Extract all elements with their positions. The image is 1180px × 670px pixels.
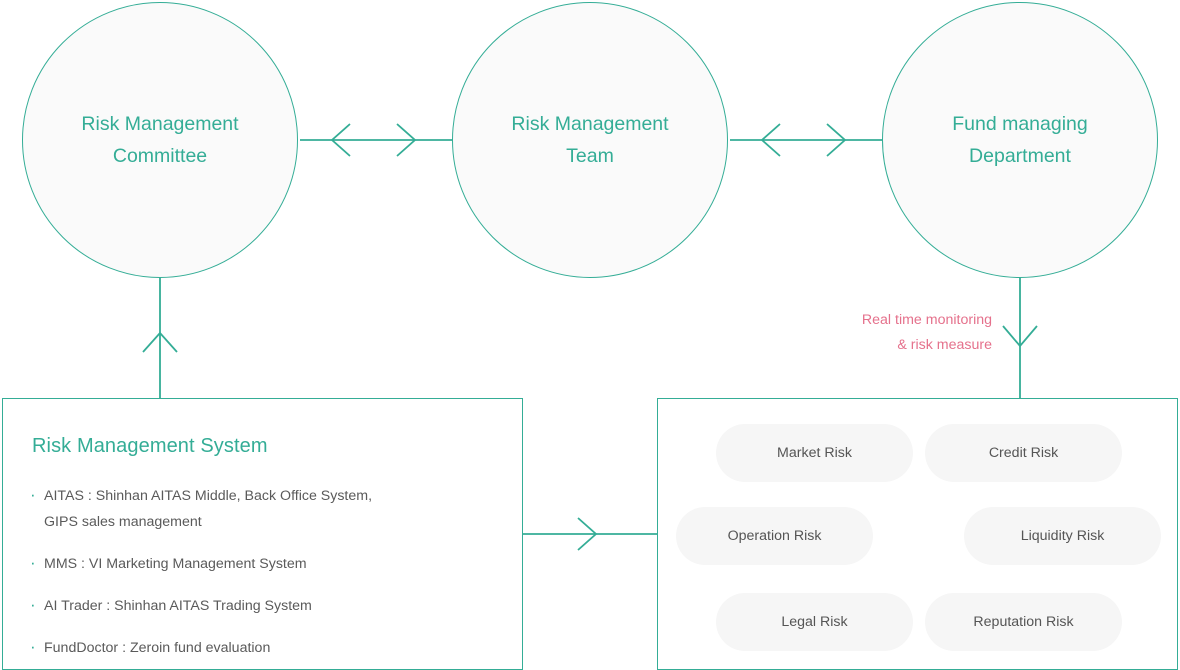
list-item: · FundDoctor : Zeroin fund evaluation: [30, 635, 508, 661]
chevron-left-team-fund: [760, 123, 781, 157]
list-item: · AI Trader : Shinhan AITAS Trading Syst…: [30, 593, 508, 619]
node-label-line2: Team: [566, 145, 614, 167]
node-risk-management-team[interactable]: Risk Management Team: [452, 2, 728, 278]
bullet-dot-icon: ·: [30, 485, 36, 504]
list-item-label: AI Trader : Shinhan AITAS Trading System: [44, 598, 312, 614]
chevron-right-system-risks: [577, 517, 598, 551]
chevron-up-system-committee: [142, 331, 178, 353]
annotation-real-time-monitoring: Real time monitoring & risk measure: [790, 308, 992, 358]
panel-risk-categories: Market Risk Credit Risk Operation Risk L…: [657, 398, 1178, 670]
list-item-label: AITAS : Shinhan AITAS Middle, Back Offic…: [44, 488, 373, 530]
chevron-down-fund-risks: [1002, 325, 1038, 348]
panel-title-risk-management-system: Risk Management System: [32, 435, 268, 457]
bullet-dot-icon: ·: [30, 637, 36, 656]
annotation-line1: Real time monitoring: [861, 312, 992, 328]
node-label-line2: Committee: [112, 145, 208, 167]
node-fund-managing-department[interactable]: Fund managing Department: [882, 2, 1158, 278]
risk-pill-label: Market Risk: [777, 445, 852, 461]
risk-pill-label: Reputation Risk: [973, 614, 1074, 630]
panel-risk-management-system: Risk Management System · AITAS : Shinhan…: [2, 398, 523, 670]
risk-pill-reputation-risk[interactable]: Reputation Risk: [925, 593, 1122, 651]
node-label-line2: Department: [969, 145, 1071, 167]
list-item: · AITAS : Shinhan AITAS Middle, Back Off…: [30, 483, 508, 535]
chevron-right-team-fund: [826, 123, 847, 157]
bullet-dot-icon: ·: [30, 595, 36, 614]
risk-pill-operation-risk[interactable]: Operation Risk: [676, 507, 873, 565]
risk-pill-label: Liquidity Risk: [1020, 528, 1105, 544]
node-label-line1: Risk Management: [511, 113, 669, 135]
system-bullet-list: · AITAS : Shinhan AITAS Middle, Back Off…: [30, 483, 508, 670]
bullet-dot-icon: ·: [30, 553, 36, 572]
list-item: · MMS : VI Marketing Management System: [30, 551, 508, 577]
annotation-line2: & risk measure: [897, 337, 992, 353]
node-risk-management-committee[interactable]: Risk Management Committee: [22, 2, 298, 278]
risk-pill-liquidity-risk[interactable]: Liquidity Risk: [964, 507, 1161, 565]
list-item-label: FundDoctor : Zeroin fund evaluation: [44, 640, 271, 656]
risk-pill-legal-risk[interactable]: Legal Risk: [716, 593, 913, 651]
node-label-line1: Fund managing: [952, 113, 1088, 135]
list-item-label: MMS : VI Marketing Management System: [44, 556, 307, 572]
chevron-right-committee-team: [396, 123, 417, 157]
risk-pill-label: Credit Risk: [988, 445, 1059, 461]
risk-pill-credit-risk[interactable]: Credit Risk: [925, 424, 1122, 482]
chevron-left-committee-team: [330, 123, 351, 157]
risk-pill-label: Operation Risk: [727, 528, 822, 544]
node-label-line1: Risk Management: [81, 113, 239, 135]
risk-pill-label: Legal Risk: [781, 614, 848, 630]
risk-pill-market-risk[interactable]: Market Risk: [716, 424, 913, 482]
